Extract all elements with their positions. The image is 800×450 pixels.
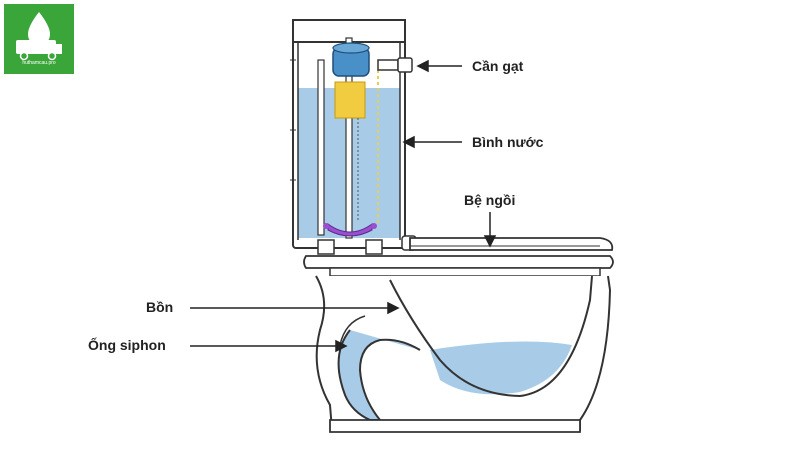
bowl-rim [303, 255, 614, 277]
float-cup [332, 42, 370, 77]
label-bon: Bồn [146, 299, 174, 315]
label-ong-siphon: Ống siphon [88, 337, 166, 353]
toilet-seat [409, 237, 614, 251]
flush-lever [377, 57, 413, 73]
brand-logo: huthamcau.pro [4, 4, 74, 74]
label-can-gat: Cần gạt [472, 58, 524, 74]
flapper [323, 223, 377, 237]
callout-arrows [190, 59, 497, 353]
toilet-bowl [315, 275, 612, 433]
water-tank [290, 19, 417, 255]
siphon-pipe [337, 329, 421, 421]
logo-text: huthamcau.pro [22, 60, 56, 66]
fill-valve-pipe [317, 59, 325, 236]
label-binh-nuoc: Bình nước [472, 134, 544, 150]
flush-valve [334, 81, 366, 119]
label-be-ngoi: Bệ ngồi [464, 192, 516, 208]
water-drop-truck-icon [4, 4, 74, 74]
